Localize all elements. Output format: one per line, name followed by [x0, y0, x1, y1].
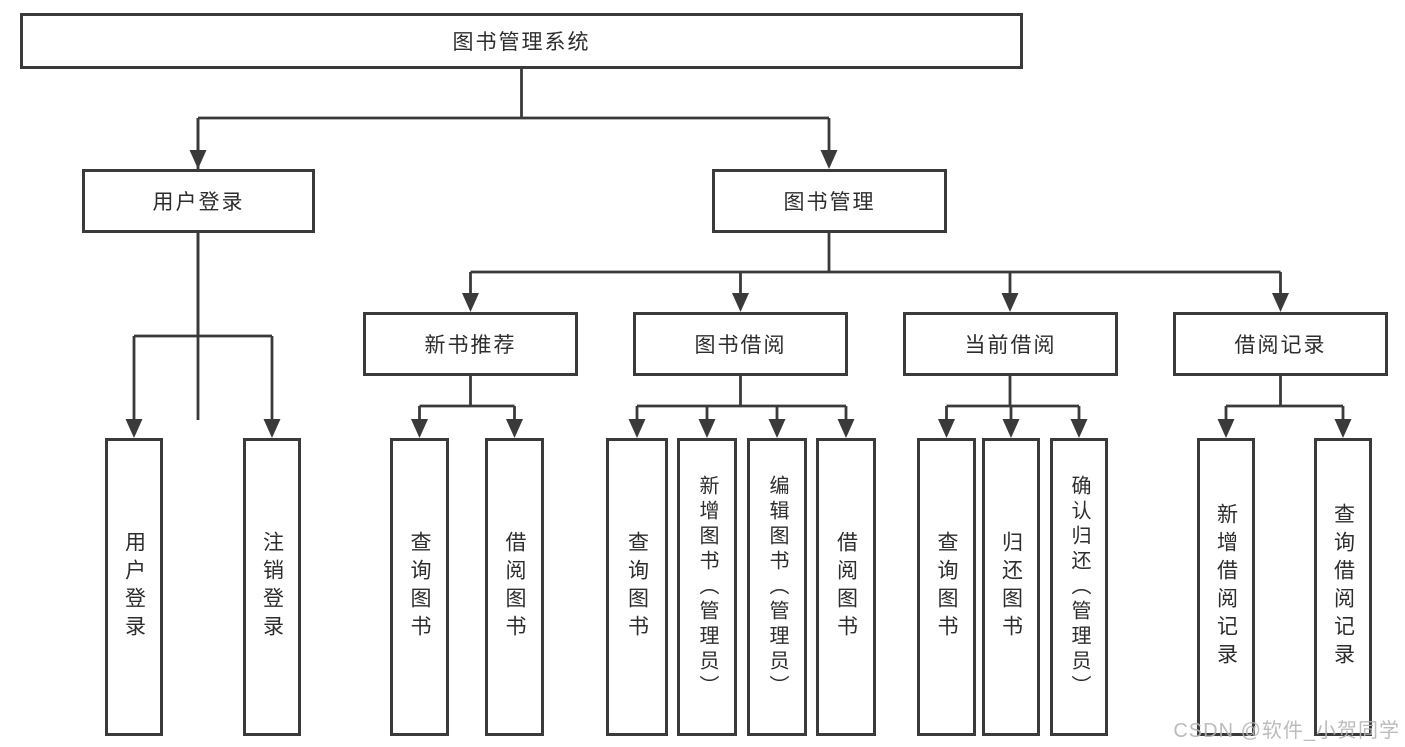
node-new-book-rec: 新书推荐	[363, 312, 578, 376]
connector-book-mgmt-branch	[469, 233, 1282, 295]
connector-root-stem	[198, 69, 829, 120]
node-leaf-cb-query-label: 查询图书	[935, 531, 958, 643]
node-leaf-cb-query: 查询图书	[917, 438, 976, 736]
arrowhead-bb-add	[698, 419, 716, 438]
arrowhead-br-add	[1217, 419, 1235, 438]
node-leaf-logout-label: 注销登录	[260, 531, 284, 643]
node-leaf-cb-confirm-label: 确认归还（管理员）	[1068, 474, 1090, 700]
arrowhead-bb-query	[628, 419, 646, 438]
csdn-watermark: CSDN @软件_小贺同学	[1173, 720, 1400, 742]
node-leaf-nb-borrow-label: 借阅图书	[503, 531, 526, 643]
node-book-mgmt: 图书管理	[712, 169, 947, 233]
arrowhead-bb-borrow	[837, 419, 855, 438]
arrowhead-cb-confirm	[1070, 419, 1088, 438]
node-user-login: 用户登录	[82, 169, 315, 233]
node-leaf-bb-borrow: 借阅图书	[816, 438, 876, 736]
arrowhead-book-mgmt	[820, 150, 838, 169]
arrowhead-leaf-logout	[263, 419, 281, 438]
node-book-borrow-label: 图书借阅	[694, 334, 787, 357]
node-leaf-cb-return: 归还图书	[982, 438, 1040, 736]
node-leaf-bb-edit: 编辑图书（管理员）	[747, 438, 807, 736]
node-leaf-bb-query: 查询图书	[606, 438, 668, 736]
node-leaf-bb-query-label: 查询图书	[625, 531, 649, 643]
node-root-label: 图书管理系统	[452, 31, 591, 54]
arrowhead-br-query	[1334, 419, 1352, 438]
node-book-borrow: 图书借阅	[633, 312, 848, 376]
node-leaf-br-query: 查询借阅记录	[1314, 438, 1372, 736]
connector-user-login-branch	[132, 233, 274, 421]
node-leaf-br-add-label: 新增借阅记录	[1214, 503, 1238, 671]
arrowhead-new-book-rec	[462, 293, 479, 312]
arrowhead-book-borrow	[732, 293, 749, 312]
node-leaf-cb-return-label: 归还图书	[999, 531, 1023, 643]
node-leaf-bb-add-label: 新增图书（管理员）	[696, 474, 718, 700]
node-leaf-bb-add: 新增图书（管理员）	[677, 438, 737, 736]
node-leaf-br-query-label: 查询借阅记录	[1331, 503, 1355, 671]
connector-current-borrow-branch	[945, 376, 1081, 421]
node-leaf-nb-query-label: 查询图书	[408, 531, 431, 643]
arrowhead-borrow-records	[1272, 293, 1289, 312]
node-book-mgmt-label: 图书管理	[783, 191, 876, 214]
node-leaf-bb-borrow-label: 借阅图书	[834, 531, 858, 643]
arrowhead-user-login	[189, 150, 207, 169]
connector-book-borrow-branch	[635, 376, 848, 421]
node-leaf-br-add: 新增借阅记录	[1197, 438, 1255, 736]
node-new-book-rec-label: 新书推荐	[424, 334, 517, 357]
node-leaf-bb-edit-label: 编辑图书（管理员）	[766, 474, 788, 700]
node-leaf-nb-query: 查询图书	[390, 438, 449, 736]
arrowhead-leaf-user-login	[125, 419, 143, 438]
connector-new-book-rec-branch	[418, 376, 516, 421]
node-leaf-cb-confirm: 确认归还（管理员）	[1050, 438, 1108, 736]
arrowhead-cb-return	[1002, 419, 1020, 438]
node-borrow-records-label: 借阅记录	[1234, 334, 1327, 357]
arrowhead-nb-borrow	[506, 419, 523, 438]
node-leaf-logout: 注销登录	[243, 438, 301, 736]
arrowhead-nb-query	[411, 419, 428, 438]
arrowhead-cb-query	[938, 419, 955, 438]
node-leaf-user-login: 用户登录	[105, 438, 163, 736]
node-root: 图书管理系统	[20, 13, 1023, 69]
connector-borrow-records-branch	[1224, 376, 1345, 421]
arrowhead-current-borrow	[1001, 293, 1019, 312]
node-user-login-label: 用户登录	[152, 191, 245, 214]
node-current-borrow: 当前借阅	[903, 312, 1118, 376]
node-leaf-user-login-label: 用户登录	[122, 531, 146, 643]
arrowhead-bb-edit	[768, 419, 786, 438]
node-leaf-nb-borrow: 借阅图书	[485, 438, 544, 736]
node-current-borrow-label: 当前借阅	[964, 334, 1057, 357]
node-borrow-records: 借阅记录	[1173, 312, 1388, 376]
